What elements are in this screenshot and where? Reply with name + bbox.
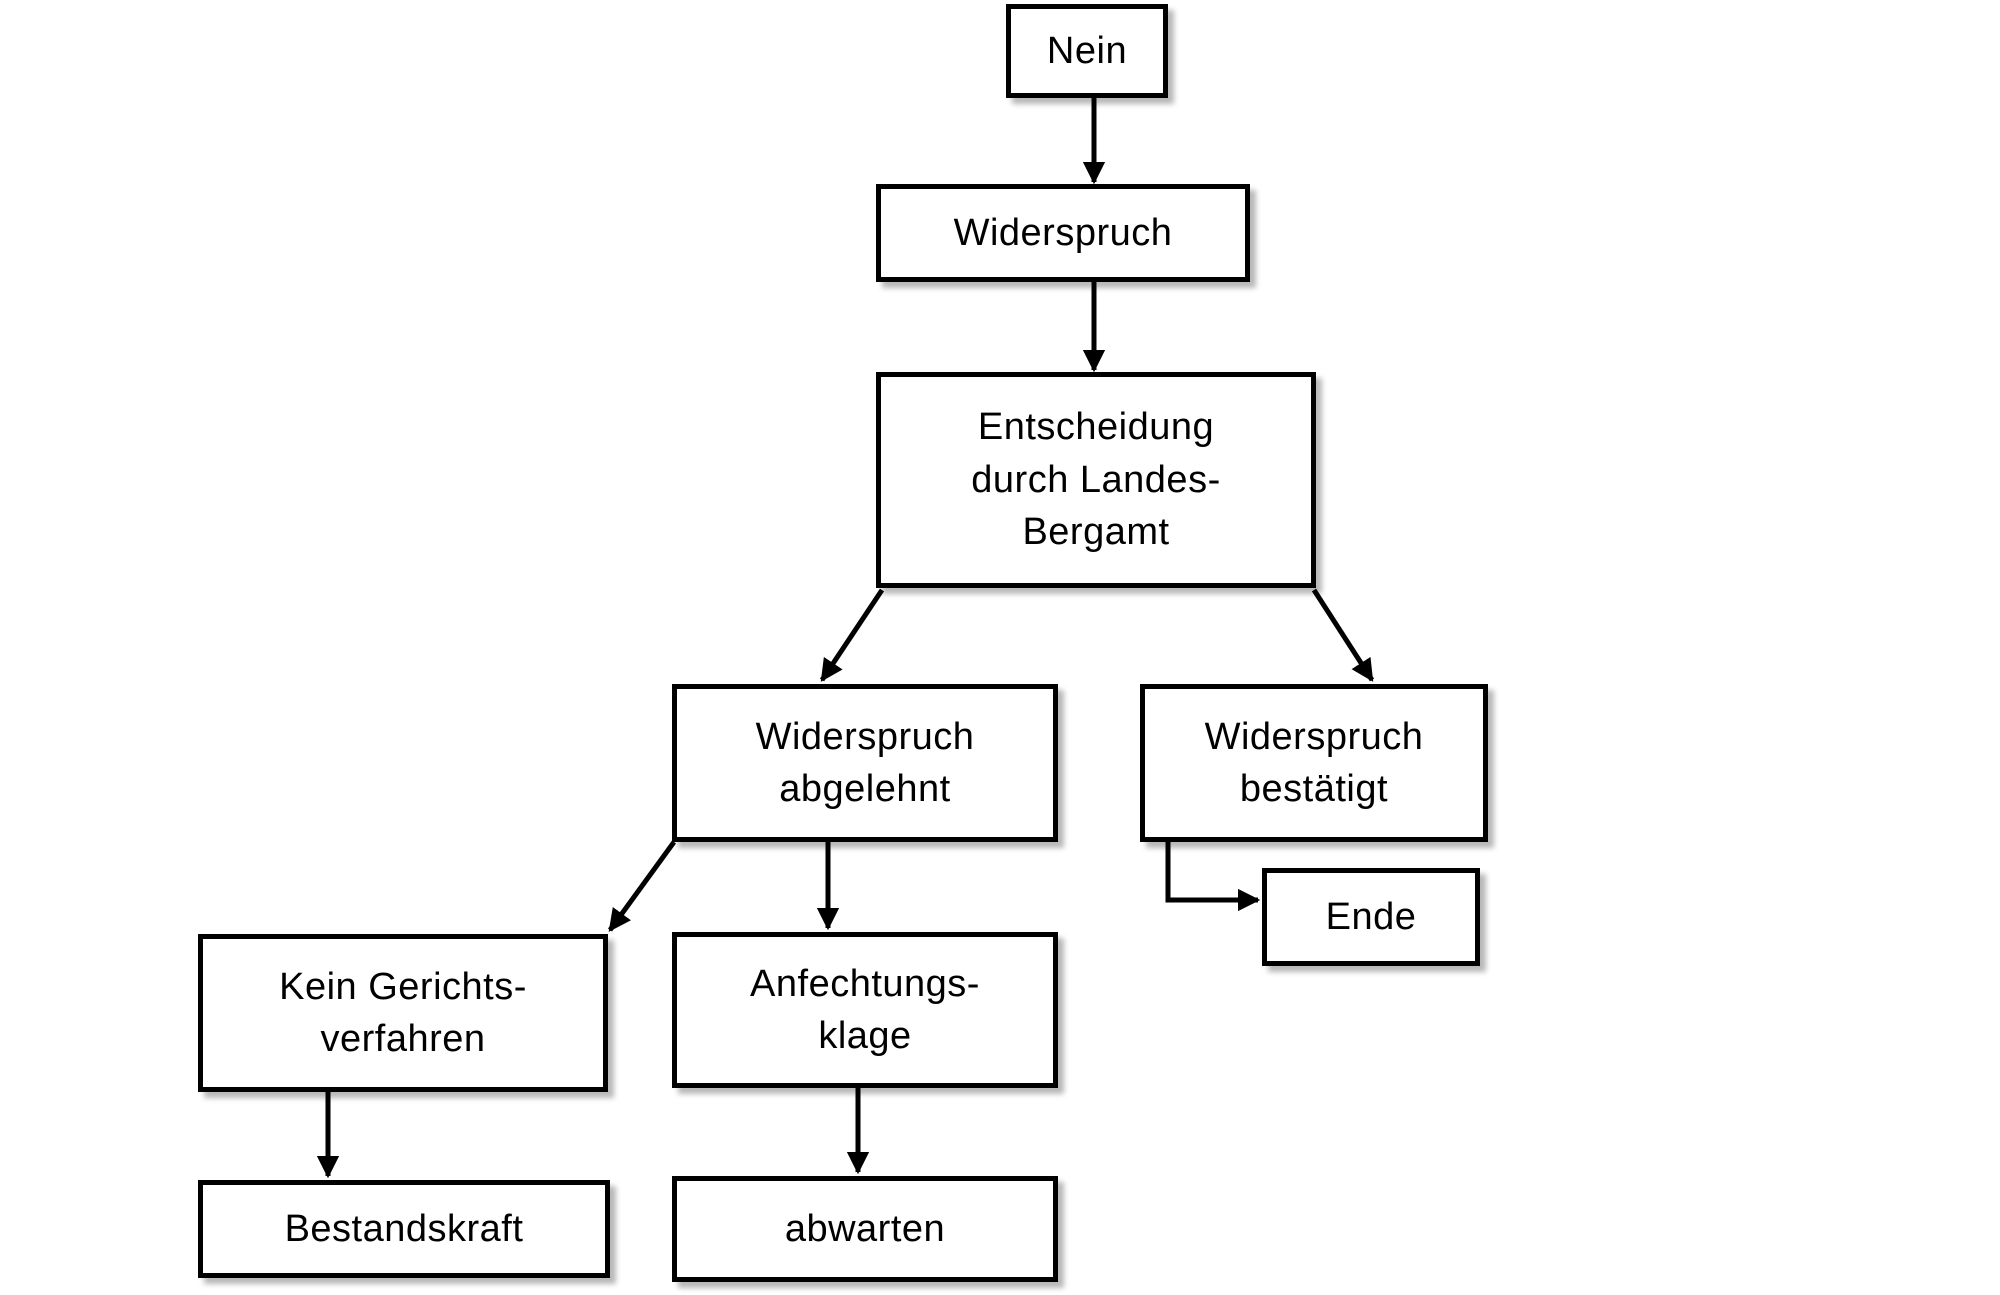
arrow-entscheidung-to-abgelehnt xyxy=(819,588,885,682)
node-ende: Ende xyxy=(1262,868,1480,966)
node-abwarten: abwarten xyxy=(672,1176,1058,1282)
arrow-entscheidung-to-bestaetigt xyxy=(1311,588,1375,682)
node-kein-gerichtsverfahren: Kein Gerichts- verfahren xyxy=(198,934,608,1092)
node-widerspruch-bestaetigt: Widerspruch bestätigt xyxy=(1140,684,1488,842)
node-anfechtungsklage: Anfechtungs- klage xyxy=(672,932,1058,1088)
node-bestandskraft: Bestandskraft xyxy=(198,1180,610,1278)
arrow-bestaetigt-to-ende xyxy=(1165,842,1261,912)
node-nein: Nein xyxy=(1006,4,1168,98)
node-entscheidung-landesbergamt: Entscheidung durch Landes- Bergamt xyxy=(876,372,1316,588)
node-widerspruch-abgelehnt: Widerspruch abgelehnt xyxy=(672,684,1058,842)
node-widerspruch: Widerspruch xyxy=(876,184,1250,282)
arrow-abgelehnt-to-kein-gerichtsverfahren xyxy=(607,840,677,932)
